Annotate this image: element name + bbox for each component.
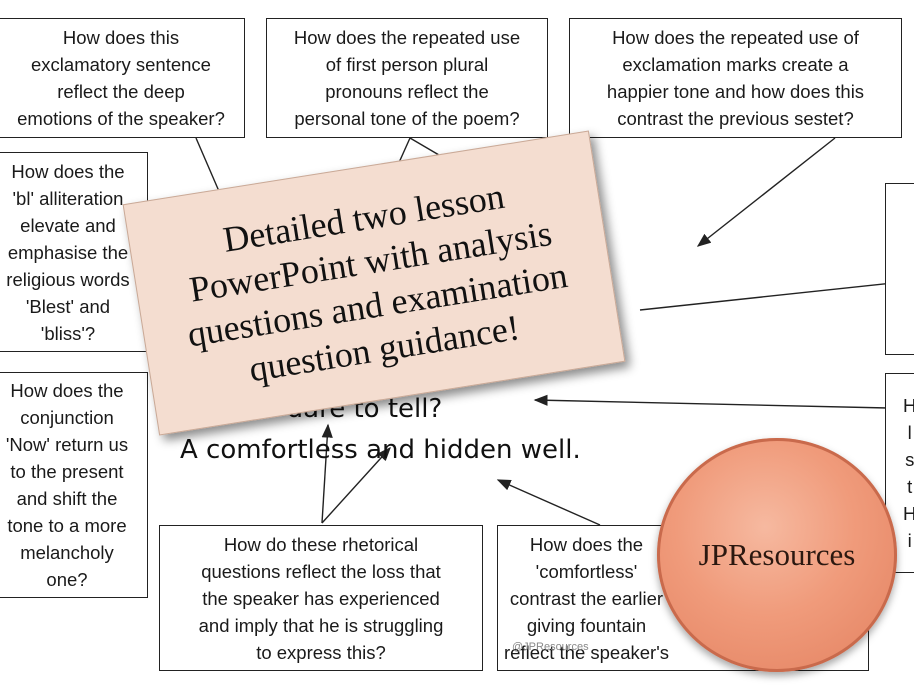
arrow-q7 xyxy=(496,479,601,526)
arrow-q6-a xyxy=(321,423,333,524)
arrow-q9 xyxy=(533,394,889,409)
question-box-exclamatory: How does this exclamatory sentence refle… xyxy=(0,18,245,138)
brand-badge: JPResources xyxy=(657,438,897,672)
question-box-right-upper xyxy=(885,183,914,355)
question-box-conjunction: How does the conjunction 'Now' return us… xyxy=(0,372,148,598)
question-box-rhetorical: How do these rhetorical questions reflec… xyxy=(159,525,483,671)
watermark: @JPResources xyxy=(512,641,589,653)
promo-banner-text: Detailed two lesson PowerPoint with anal… xyxy=(184,175,571,390)
arrow-q6-b xyxy=(321,446,391,524)
poem-line-6: A comfortless and hidden well. xyxy=(180,435,581,465)
arrow-q8 xyxy=(639,282,894,311)
brand-badge-label: JPResources xyxy=(698,537,856,572)
arrow-q3 xyxy=(696,137,836,247)
question-box-exclamation-marks: How does the repeated use of exclamation… xyxy=(569,18,902,138)
question-box-alliteration: How does the 'bl' alliteration elevate a… xyxy=(0,152,148,352)
question-box-right-lower: H l s t H i xyxy=(885,373,914,573)
question-box-pronouns: How does the repeated use of first perso… xyxy=(266,18,548,138)
